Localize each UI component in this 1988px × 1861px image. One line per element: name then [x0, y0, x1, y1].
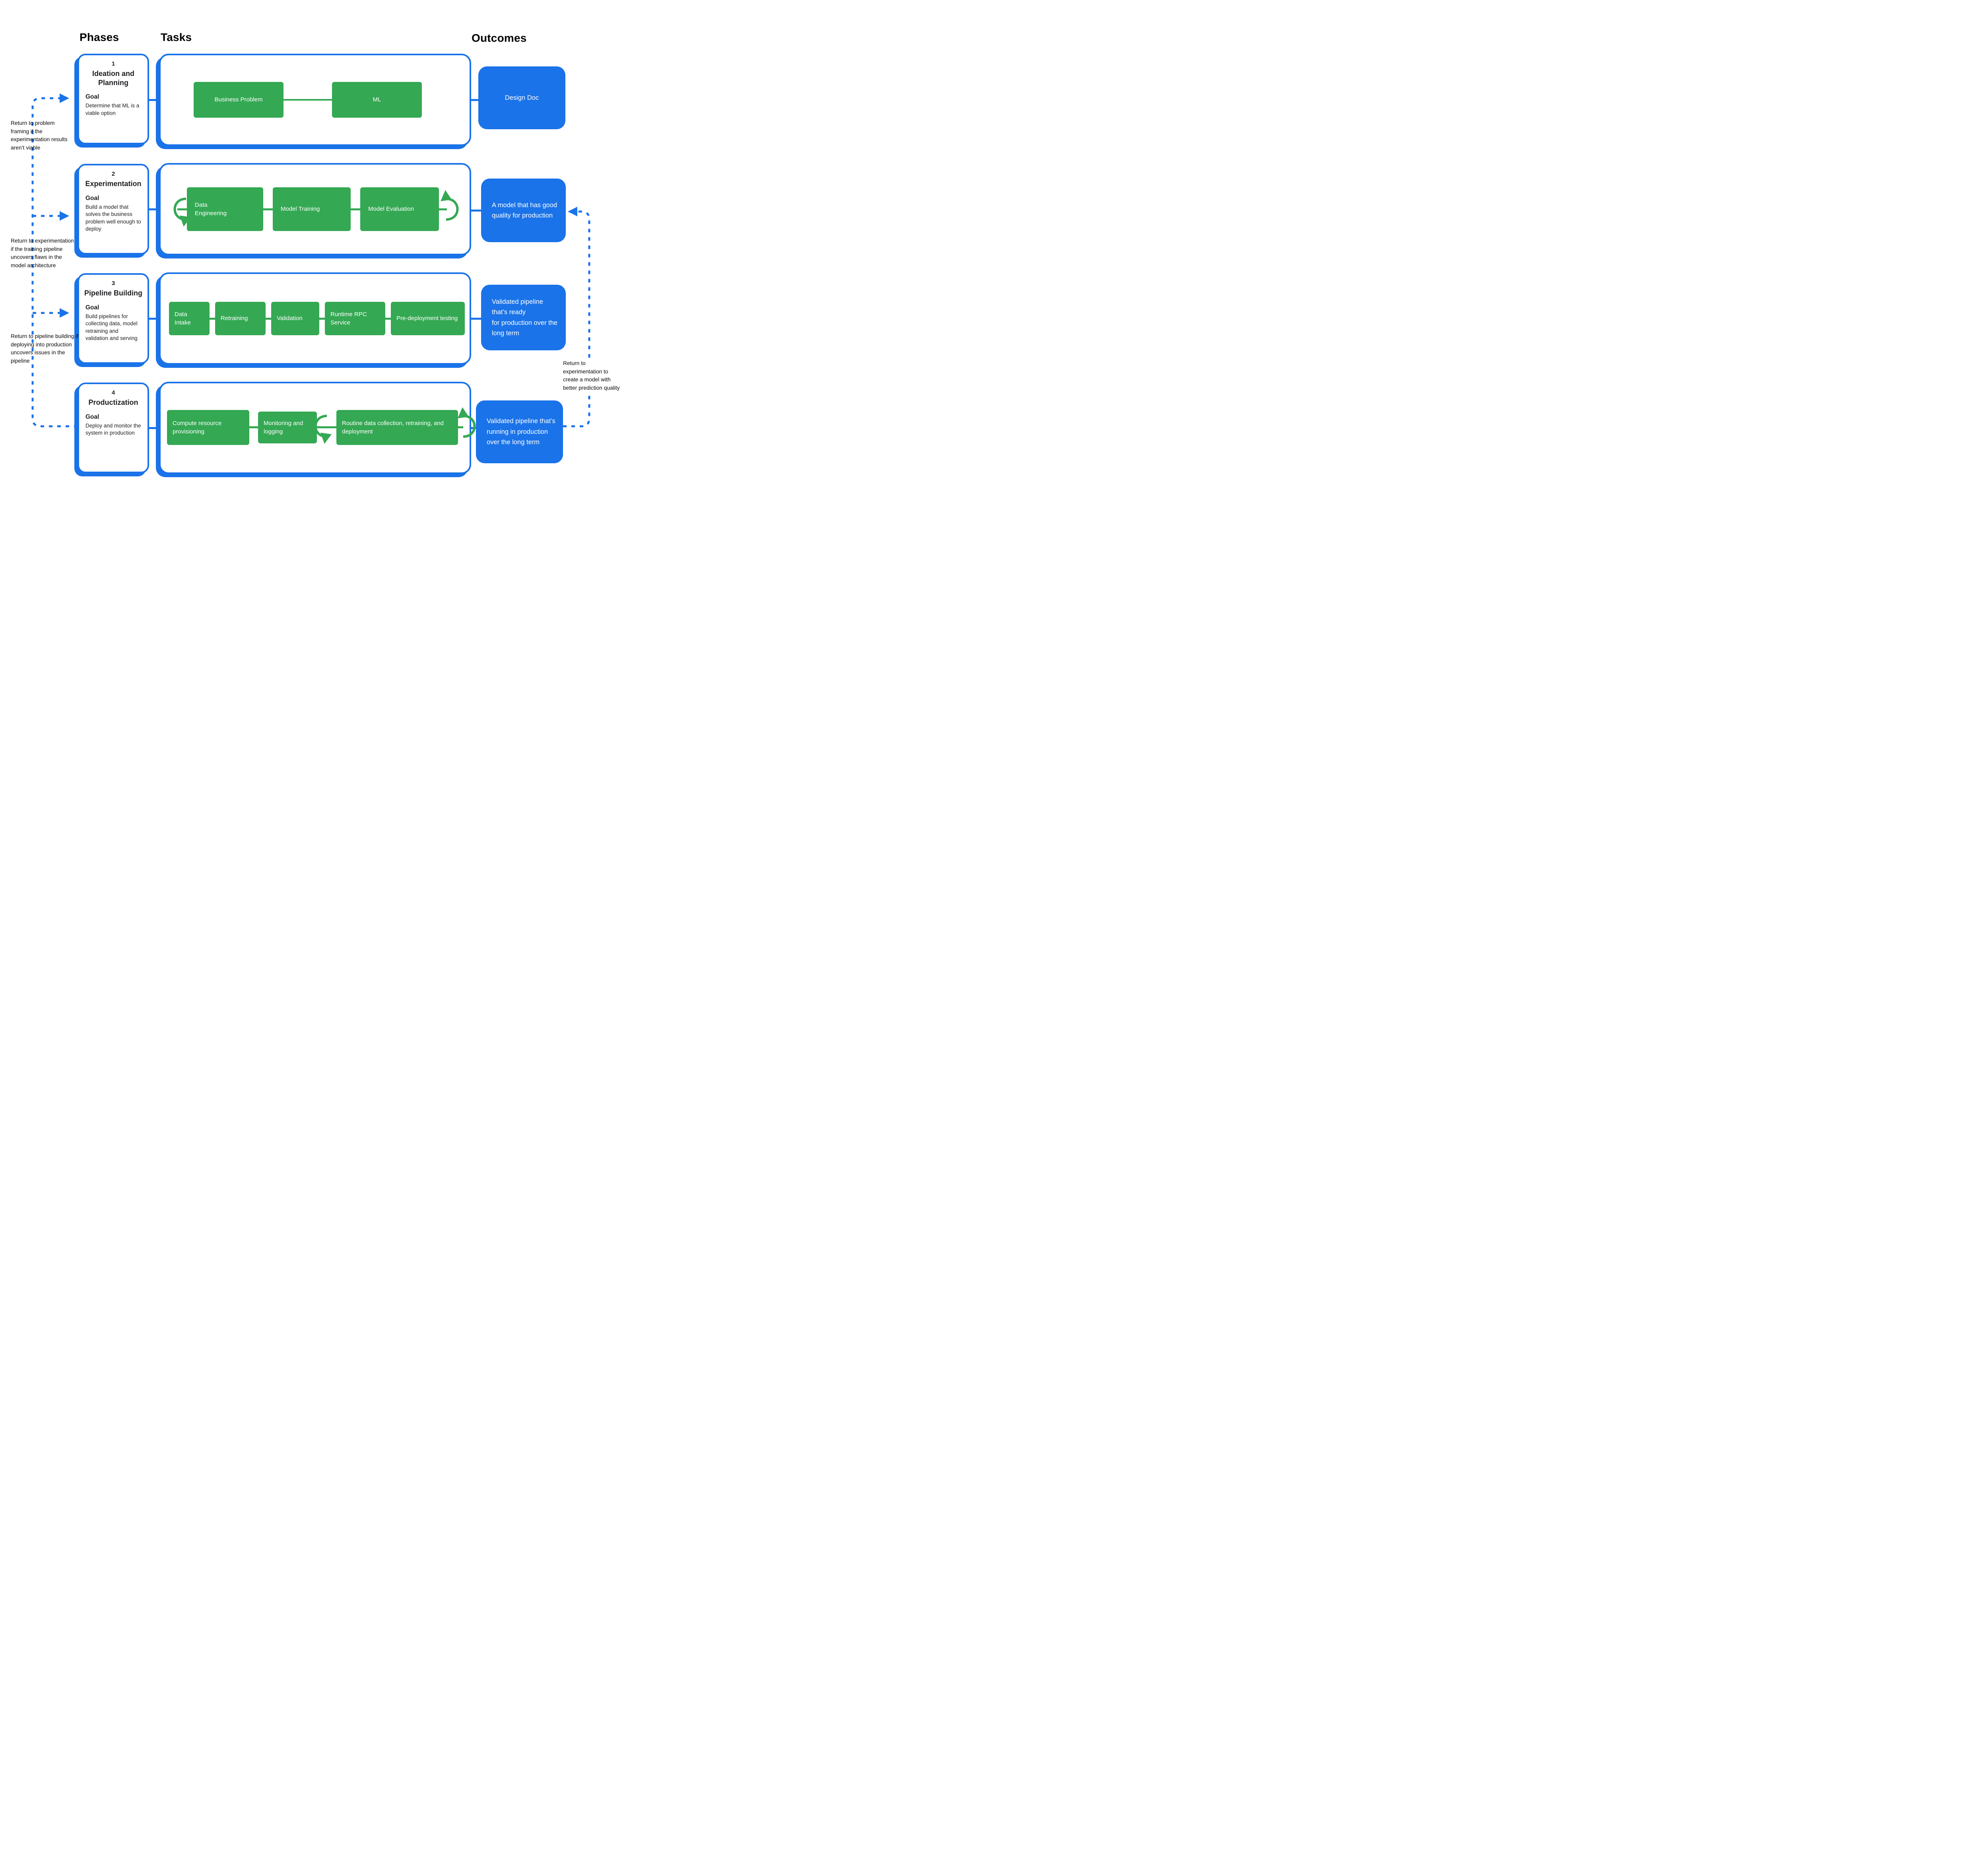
connector-tasks1-outcome [469, 99, 480, 101]
outcomes-column-header: Outcomes [472, 32, 527, 44]
goal-text: Determine that ML is a viable option [85, 103, 140, 116]
task-link-line [283, 99, 332, 101]
task-label: Retraining [221, 315, 248, 322]
note-return-experimentation: Return to experimentation if the trainin… [11, 238, 74, 269]
connector-phase4-tasks [147, 427, 161, 429]
phase-number: 2 [111, 171, 115, 177]
task-label: Validation [277, 315, 303, 322]
loop-arrowhead-down-icon [320, 433, 332, 444]
loop-arrow-right-icon [463, 415, 476, 438]
task-label: Compute resource provisioning [173, 420, 222, 435]
task-pre-deployment-testing: Pre-deployment testing [391, 302, 465, 335]
connector-tasks3-outcome [469, 318, 483, 320]
goal-label: Goal [85, 194, 99, 202]
goal-text: Build a model that solves the business p… [85, 204, 141, 232]
goal-label: Goal [85, 304, 99, 311]
phase-number: 3 [111, 280, 115, 287]
goal-label: Goal [85, 413, 99, 420]
arrowhead-to-phase2-icon [60, 211, 69, 221]
task-model-training: Model Training [273, 187, 351, 231]
return-path-right [563, 210, 590, 427]
outcome-design-doc: Design Doc [478, 66, 565, 129]
note-return-pipeline-building: Return to pipeline building if deploying… [11, 333, 79, 364]
phase-number: 1 [111, 60, 115, 67]
outcome-label: A model that has good quality for produc… [492, 201, 557, 219]
task-data-intake: Data Intake [169, 302, 210, 335]
task-label: Pre-deployment testing [396, 315, 458, 322]
task-label: Runtime RPC Service [330, 311, 367, 326]
outcome-pipeline-ready: Validated pipeline that’s ready for prod… [481, 285, 566, 350]
arrowhead-to-phase3-icon [60, 308, 69, 318]
task-model-evaluation: Model Evaluation [360, 187, 439, 231]
task-retraining: Retraining [215, 302, 266, 335]
loop-arrowhead-up-icon [458, 407, 469, 418]
phase-title: Pipeline Building [84, 289, 142, 297]
task-data-engineering: Data Engineering [187, 187, 263, 231]
outcome-label: Validated pipeline that’s ready for prod… [492, 298, 558, 337]
note-return-experimentation-quality: Return to experimentation to create a mo… [563, 359, 623, 393]
task-business-problem: Business Problem [194, 82, 283, 118]
outcome-pipeline-running: Validated pipeline that’s running in pro… [476, 400, 563, 463]
task-compute-resource-provisioning: Compute resource provisioning [167, 410, 249, 445]
connector-phase1-tasks [147, 99, 161, 101]
tasks-column-header: Tasks [161, 31, 192, 43]
phase-number: 4 [111, 389, 115, 396]
task-routine-collection-retraining-deployment: Routine data collection, retraining, and… [336, 410, 458, 445]
loop-arrow-right-icon [446, 198, 459, 221]
phase-card-experimentation: 2 Experimentation Goal Build a model tha… [78, 164, 149, 254]
goal-text: Build pipelines for collecting data, mod… [85, 313, 138, 342]
phase-card-productization: 4 Productization Goal Deploy and monitor… [78, 383, 149, 473]
note-return-problem-framing: Return to problem framing if the experim… [11, 120, 68, 151]
connector-phase2-tasks [147, 208, 161, 210]
goal-text: Deploy and monitor the system in product… [85, 422, 141, 436]
task-label: Routine data collection, retraining, and… [342, 420, 444, 435]
task-runtime-rpc-service: Runtime RPC Service [325, 302, 385, 335]
outcome-model-good-quality: A model that has good quality for produc… [481, 179, 566, 242]
connector-tasks2-outcome [469, 210, 483, 212]
mlops-phases-diagram: Phases Tasks Outcomes 1 Ideation and Pla… [0, 0, 623, 514]
task-ml: ML [332, 82, 422, 118]
outcome-label: Validated pipeline that’s running in pro… [487, 418, 555, 446]
task-label: Data Intake [175, 311, 191, 326]
task-label: Model Evaluation [368, 206, 414, 213]
phase-card-ideation: 1 Ideation and Planning Goal Determine t… [78, 54, 149, 144]
phase-title: Productization [88, 398, 138, 406]
arrowhead-to-outcome2-icon [568, 207, 577, 216]
outcome-label: Design Doc [505, 94, 539, 101]
phase-card-pipeline-building: 3 Pipeline Building Goal Build pipelines… [78, 273, 149, 364]
task-label: Monitoring and logging [264, 420, 303, 435]
task-validation: Validation [271, 302, 319, 335]
phases-column-header: Phases [80, 31, 119, 43]
task-label: ML [373, 96, 381, 103]
task-monitoring-logging: Monitoring and logging [258, 412, 317, 443]
phase-title: Ideation and Planning [92, 70, 134, 87]
task-link-line [207, 426, 463, 428]
task-label: Model Training [281, 206, 320, 213]
loop-arrowhead-up-icon [441, 190, 452, 201]
task-label: Data Engineering [195, 201, 227, 217]
arrowhead-to-phase1-icon [60, 93, 69, 103]
phase-title: Experimentation [85, 180, 142, 188]
goal-label: Goal [85, 93, 99, 100]
task-label: Business Problem [214, 96, 263, 103]
connector-phase3-tasks [147, 318, 161, 320]
